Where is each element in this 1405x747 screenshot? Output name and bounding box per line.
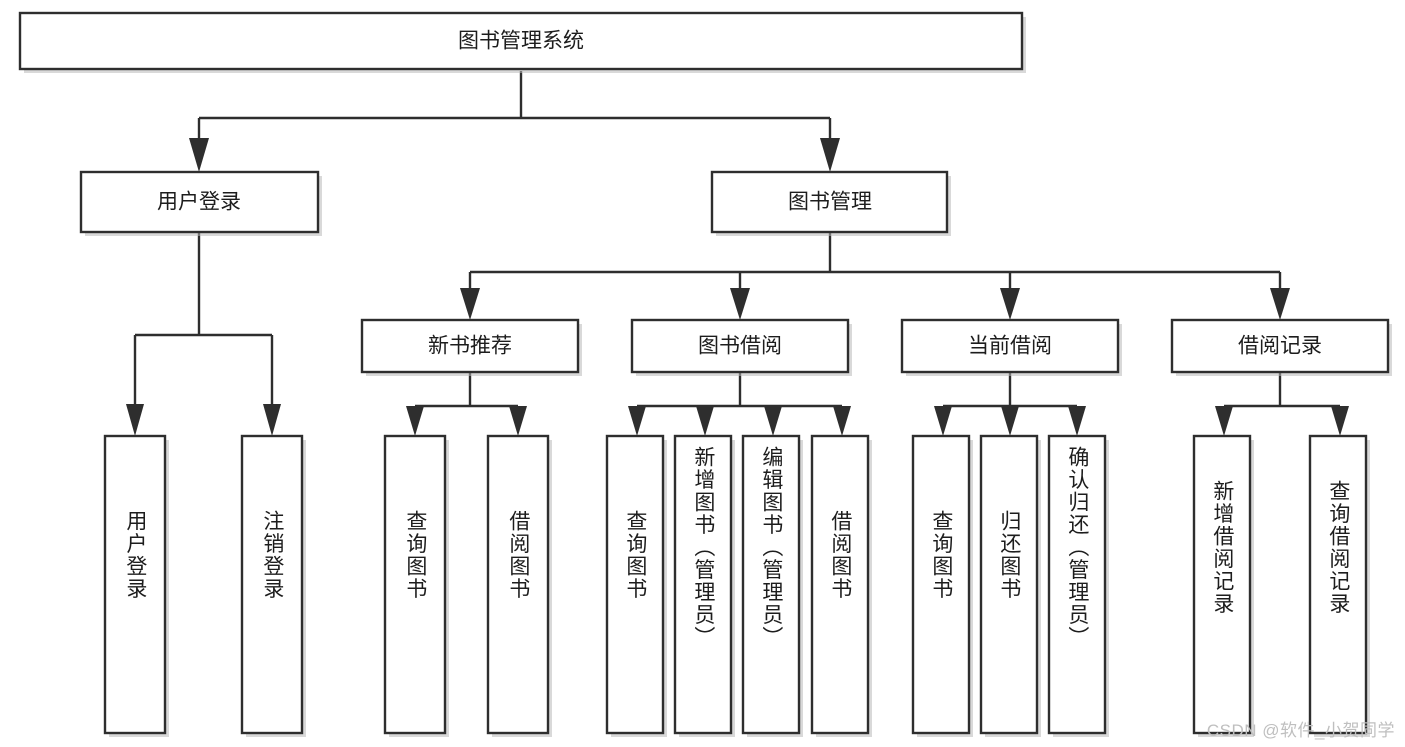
arrow-recommend-leaf-2 bbox=[509, 406, 527, 436]
arrow-bookmgmt-child-1 bbox=[460, 288, 480, 320]
node-borrow-record-label: 借阅记录 bbox=[1238, 335, 1322, 358]
arrow-borrow-leaf-1 bbox=[628, 406, 646, 436]
arrow-bookmgmt-child-2 bbox=[730, 288, 750, 320]
arrow-recommend-leaf-1 bbox=[406, 406, 424, 436]
node-new-book-recommend[interactable]: 新书推荐 bbox=[360, 318, 582, 376]
node-user-login[interactable]: 用户登录 bbox=[79, 170, 322, 236]
arrow-root-to-bookmgmt bbox=[820, 138, 840, 172]
node-book-management-label: 图书管理 bbox=[788, 191, 872, 214]
leaf-box-user-login-1[interactable] bbox=[103, 434, 167, 735]
connector-layer bbox=[126, 71, 1349, 436]
arrow-current-leaf-3 bbox=[1068, 406, 1086, 436]
arrow-borrow-leaf-4 bbox=[833, 406, 851, 436]
leaf-box-borrow-2[interactable] bbox=[673, 434, 733, 735]
node-current-borrow[interactable]: 当前借阅 bbox=[900, 318, 1122, 376]
node-new-book-recommend-box bbox=[360, 318, 580, 374]
arrow-root-to-login bbox=[189, 138, 209, 172]
node-book-management-box bbox=[710, 170, 949, 234]
arrow-bookmgmt-child-4 bbox=[1270, 288, 1290, 320]
node-new-book-recommend-label: 新书推荐 bbox=[428, 335, 512, 358]
leaf-box-borrow-1[interactable] bbox=[605, 434, 665, 735]
leaf-box-current-2[interactable] bbox=[979, 434, 1039, 735]
arrow-bookmgmt-child-3 bbox=[1000, 288, 1020, 320]
leaf-box-recommend-1[interactable] bbox=[383, 434, 447, 735]
leaf-box-record-2[interactable] bbox=[1308, 434, 1368, 735]
arrow-current-leaf-2 bbox=[1001, 406, 1019, 436]
leaf-box-layer bbox=[103, 434, 1370, 737]
node-borrow-record[interactable]: 借阅记录 bbox=[1170, 318, 1392, 376]
leaf-box-current-1[interactable] bbox=[911, 434, 971, 735]
leaf-box-recommend-2[interactable] bbox=[486, 434, 550, 735]
arrow-borrow-leaf-3 bbox=[764, 406, 782, 436]
arrow-record-leaf-1 bbox=[1215, 406, 1233, 436]
leaf-box-user-login-2[interactable] bbox=[240, 434, 304, 735]
arrow-borrow-leaf-2 bbox=[696, 406, 714, 436]
leaf-box-current-3[interactable] bbox=[1047, 434, 1107, 735]
node-root-system[interactable]: 图书管理系统 bbox=[18, 11, 1026, 73]
leaf-box-borrow-3[interactable] bbox=[741, 434, 801, 735]
node-root-box bbox=[18, 11, 1024, 71]
leaf-box-record-1[interactable] bbox=[1192, 434, 1252, 735]
node-book-borrow-label: 图书借阅 bbox=[698, 335, 782, 358]
arrow-current-leaf-1 bbox=[934, 406, 952, 436]
node-borrow-record-box bbox=[1170, 318, 1390, 374]
arrow-login-leaf-2 bbox=[263, 404, 281, 436]
node-book-management[interactable]: 图书管理 bbox=[710, 170, 951, 236]
node-user-login-box bbox=[79, 170, 320, 234]
node-user-login-label: 用户登录 bbox=[157, 191, 241, 214]
arrow-login-leaf-1 bbox=[126, 404, 144, 436]
node-current-borrow-box bbox=[900, 318, 1120, 374]
watermark-text: CSDN @软件_小贺同学 bbox=[1206, 721, 1395, 740]
node-current-borrow-label: 当前借阅 bbox=[968, 335, 1052, 358]
node-book-borrow[interactable]: 图书借阅 bbox=[630, 318, 852, 376]
leaf-box-borrow-4[interactable] bbox=[810, 434, 870, 735]
arrow-record-leaf-2 bbox=[1331, 406, 1349, 436]
node-book-borrow-box bbox=[630, 318, 850, 374]
node-root-label: 图书管理系统 bbox=[458, 30, 584, 53]
